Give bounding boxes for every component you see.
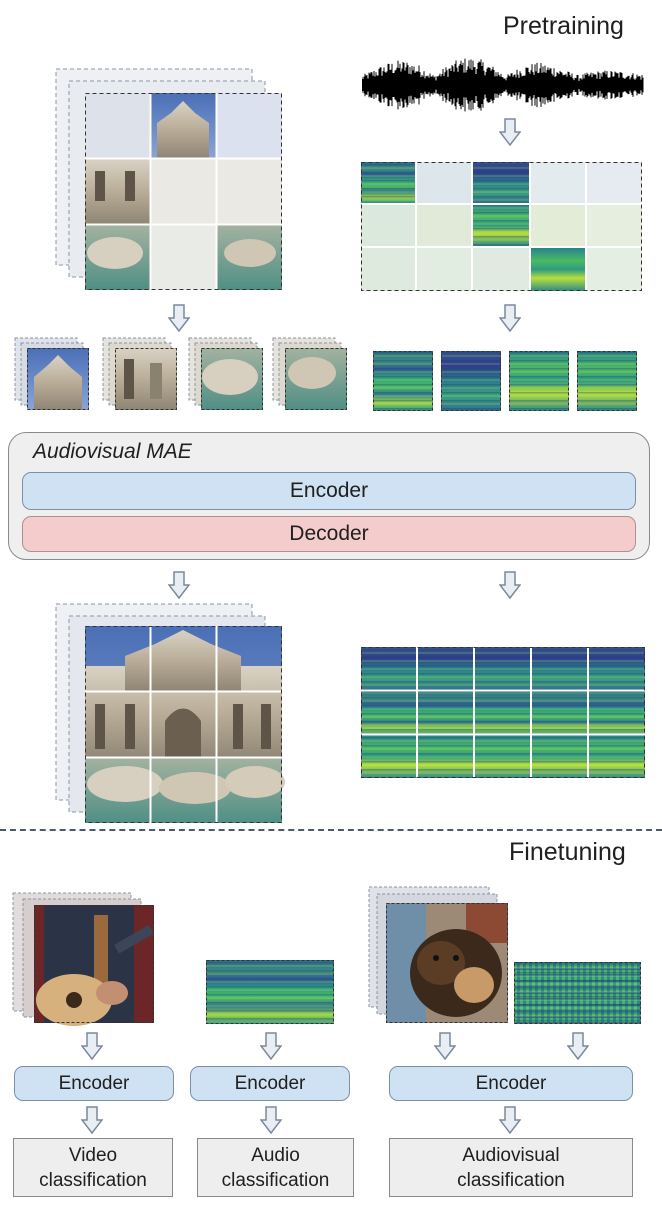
- finetune-video-input: [12, 892, 157, 1027]
- mae-encoder-label: Encoder: [289, 479, 369, 502]
- down-arrow-icon: [168, 304, 190, 332]
- audiovisual-classification-line2: classification: [457, 1169, 565, 1191]
- down-arrow-icon: [260, 1106, 282, 1134]
- mae-title: Audiovisual MAE: [33, 440, 192, 463]
- audio-classification-line2: classification: [221, 1169, 330, 1191]
- finetuning-title: Finetuning: [509, 838, 626, 866]
- video-patch-tubes: [14, 337, 348, 413]
- audio-encoder-label: Encoder: [234, 1072, 306, 1094]
- audio-waveform: [362, 55, 644, 115]
- audiovisual-classification-line1: Audiovisual: [462, 1144, 560, 1166]
- down-arrow-icon: [499, 571, 521, 599]
- section-divider: [0, 829, 662, 831]
- audio-classification-line1: Audio: [251, 1144, 300, 1166]
- down-arrow-icon: [81, 1106, 103, 1134]
- reconstructed-spectrogram: [361, 647, 645, 778]
- audiovisual-encoder-block: Encoder: [389, 1066, 633, 1101]
- down-arrow-icon: [81, 1032, 103, 1060]
- masked-video-stack: [55, 68, 285, 293]
- finetune-audiovisual-video-input: [368, 886, 510, 1026]
- masked-spectrogram: [361, 162, 642, 291]
- down-arrow-icon: [499, 1106, 521, 1134]
- audio-encoder-block: Encoder: [190, 1066, 350, 1101]
- down-arrow-icon: [434, 1032, 456, 1060]
- mae-encoder-block: Encoder: [22, 472, 636, 510]
- mae-decoder-block: Decoder: [22, 516, 636, 552]
- mae-decoder-label: Decoder: [289, 522, 369, 545]
- audio-classification-box: Audio classification: [197, 1138, 354, 1197]
- audiovisual-encoder-label: Encoder: [475, 1072, 547, 1094]
- finetune-audiovisual-spectrogram: [514, 962, 641, 1024]
- video-encoder-label: Encoder: [58, 1072, 130, 1094]
- video-classification-line1: Video: [68, 1144, 118, 1166]
- reconstructed-video-stack: [55, 603, 285, 825]
- spectrogram-patches: [372, 350, 638, 412]
- down-arrow-icon: [567, 1032, 589, 1060]
- finetune-audio-spectrogram: [206, 960, 334, 1024]
- down-arrow-icon: [499, 118, 521, 146]
- video-encoder-block: Encoder: [14, 1066, 174, 1101]
- video-classification-line2: classification: [39, 1169, 147, 1191]
- audiovisual-classification-box: Audiovisual classification: [389, 1138, 633, 1197]
- down-arrow-icon: [260, 1032, 282, 1060]
- down-arrow-icon: [499, 304, 521, 332]
- pretraining-title: Pretraining: [503, 12, 624, 40]
- down-arrow-icon: [168, 571, 190, 599]
- video-classification-box: Video classification: [13, 1138, 173, 1197]
